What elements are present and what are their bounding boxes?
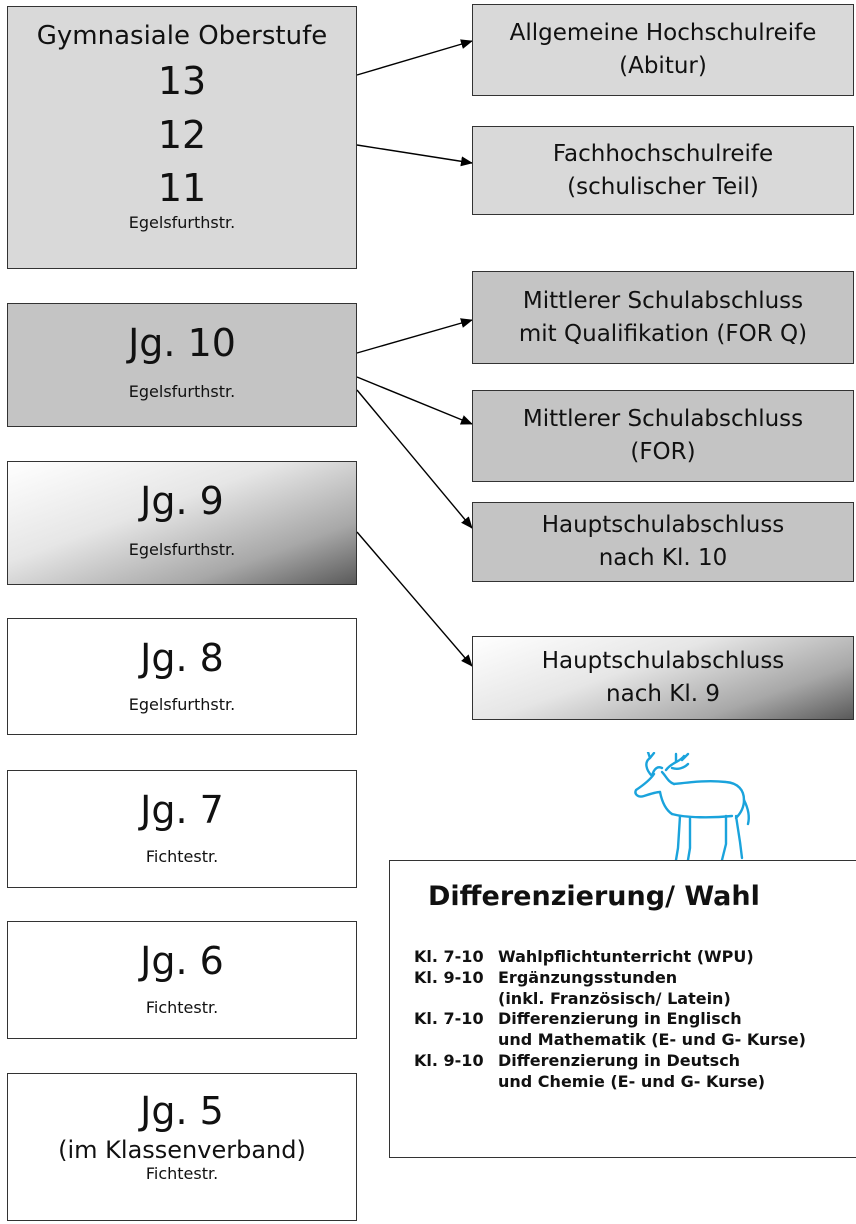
grade-12: 12: [157, 112, 207, 157]
level-jg8-location: Egelsfurthstr.: [128, 694, 236, 714]
differenzierung-row: Kl. 9-10 Ergänzungsstunden: [414, 968, 856, 989]
differenzierung-classes: Kl. 7-10: [414, 1009, 484, 1029]
differenzierung-text: Ergänzungsstunden: [498, 967, 678, 987]
differenzierung-text: Differenzierung in Englisch: [498, 1009, 742, 1029]
result-hs9-line2: nach Kl. 9: [606, 681, 720, 707]
differenzierung-row: Kl. 7-10 Differenzierung in Englisch: [414, 1009, 856, 1030]
level-jg9: Jg. 9 Egelsfurthstr.: [7, 461, 357, 585]
result-fachhochschulreife-line1: Fachhochschulreife: [552, 140, 774, 167]
differenzierung-row-cont: und Chemie (E- und G- Kurse): [414, 1072, 856, 1093]
level-jg5-location: Fichtestr.: [145, 1164, 219, 1184]
level-oberstufe-title: Gymnasiale Oberstufe: [36, 21, 328, 51]
level-jg9-location: Egelsfurthstr.: [128, 539, 236, 559]
result-abitur-line1: Allgemeine Hochschulreife: [509, 20, 817, 47]
level-jg10-title: Jg. 10: [128, 321, 236, 365]
level-jg6-location: Fichtestr.: [145, 997, 219, 1017]
level-jg8-title: Jg. 8: [140, 636, 224, 680]
level-jg9-title: Jg. 9: [140, 479, 224, 523]
differenzierung-row-cont: und Mathematik (E- und G- Kurse): [414, 1030, 856, 1051]
level-jg7-title: Jg. 7: [140, 788, 224, 832]
level-jg7-location: Fichtestr.: [145, 846, 219, 866]
result-hs9: Hauptschulabschluss nach Kl. 9: [472, 636, 854, 720]
result-for-q-line1: Mittlerer Schulabschluss: [522, 287, 804, 314]
differenzierung-text: Wahlpflichtunterricht (WPU): [498, 947, 754, 966]
differenzierung-panel: Differenzierung/ Wahl Kl. 7-10 Wahlpflich…: [389, 860, 856, 1158]
level-jg5: Jg. 5 (im Klassenverband) Fichtestr.: [7, 1073, 357, 1221]
arrow-oberstufe-abitur: [356, 39, 473, 76]
result-for-q-line2: mit Qualifikation (FOR Q): [518, 320, 808, 347]
differenzierung-classes: Kl. 9-10: [414, 967, 484, 987]
differenzierung-row: Kl. 7-10 Wahlpflichtunterricht (WPU): [414, 947, 856, 968]
arrow-oberstufe-fachhochschulreife: [356, 144, 473, 167]
result-fachhochschulreife: Fachhochschulreife (schulischer Teil): [472, 126, 854, 215]
differenzierung-classes: Kl. 7-10: [414, 947, 484, 966]
differenzierung-title: Differenzierung/ Wahl: [428, 881, 760, 912]
result-hs9-line1: Hauptschulabschluss: [541, 648, 785, 675]
level-jg6: Jg. 6 Fichtestr.: [7, 921, 357, 1039]
differenzierung-row: Kl. 9-10 Differenzierung in Deutsch: [414, 1051, 856, 1072]
level-jg8: Jg. 8 Egelsfurthstr.: [7, 618, 357, 735]
result-hs10: Hauptschulabschluss nach Kl. 10: [472, 502, 854, 582]
moose-icon: [634, 752, 750, 862]
differenzierung-row-cont: (inkl. Französisch/ Latein): [414, 989, 856, 1010]
level-jg7: Jg. 7 Fichtestr.: [7, 770, 357, 888]
level-jg5-note: (im Klassenverband): [58, 1135, 306, 1164]
differenzierung-text: Differenzierung in Deutsch: [498, 1050, 741, 1070]
level-jg10-location: Egelsfurthstr.: [128, 381, 236, 401]
arrow-jg10-for-q: [356, 318, 473, 354]
result-hs10-line1: Hauptschulabschluss: [541, 512, 785, 539]
result-hs10-line2: nach Kl. 10: [598, 545, 728, 571]
grade-13: 13: [157, 59, 207, 104]
differenzierung-classes: Kl. 9-10: [414, 1050, 484, 1070]
level-oberstufe-location: Egelsfurthstr.: [128, 212, 236, 232]
differenzierung-text-cont: und Chemie (E- und G- Kurse): [498, 1071, 766, 1091]
differenzierung-text-cont: (inkl. Französisch/ Latein): [498, 988, 731, 1008]
differenzierung-text-cont: und Mathematik (E- und G- Kurse): [498, 1030, 806, 1050]
arrow-jg9-hs9: [356, 531, 473, 667]
arrow-jg10-hs10: [356, 389, 473, 529]
level-oberstufe: Gymnasiale Oberstufe 13 12 11 Egelsfurth…: [7, 6, 357, 269]
grade-11: 11: [157, 166, 207, 211]
level-jg6-title: Jg. 6: [140, 939, 224, 983]
result-abitur-line2: (Abitur): [619, 53, 707, 79]
result-for: Mittlerer Schulabschluss (FOR): [472, 390, 854, 482]
arrow-jg10-for: [356, 376, 473, 425]
level-jg5-title: Jg. 5: [140, 1089, 224, 1133]
result-for-line1: Mittlerer Schulabschluss: [522, 406, 804, 433]
result-abitur: Allgemeine Hochschulreife (Abitur): [472, 4, 854, 96]
level-jg10: Jg. 10 Egelsfurthstr.: [7, 303, 357, 427]
result-for-q: Mittlerer Schulabschluss mit Qualifikati…: [472, 271, 854, 364]
result-fachhochschulreife-line2: (schulischer Teil): [567, 173, 759, 200]
result-for-line2: (FOR): [630, 439, 696, 465]
